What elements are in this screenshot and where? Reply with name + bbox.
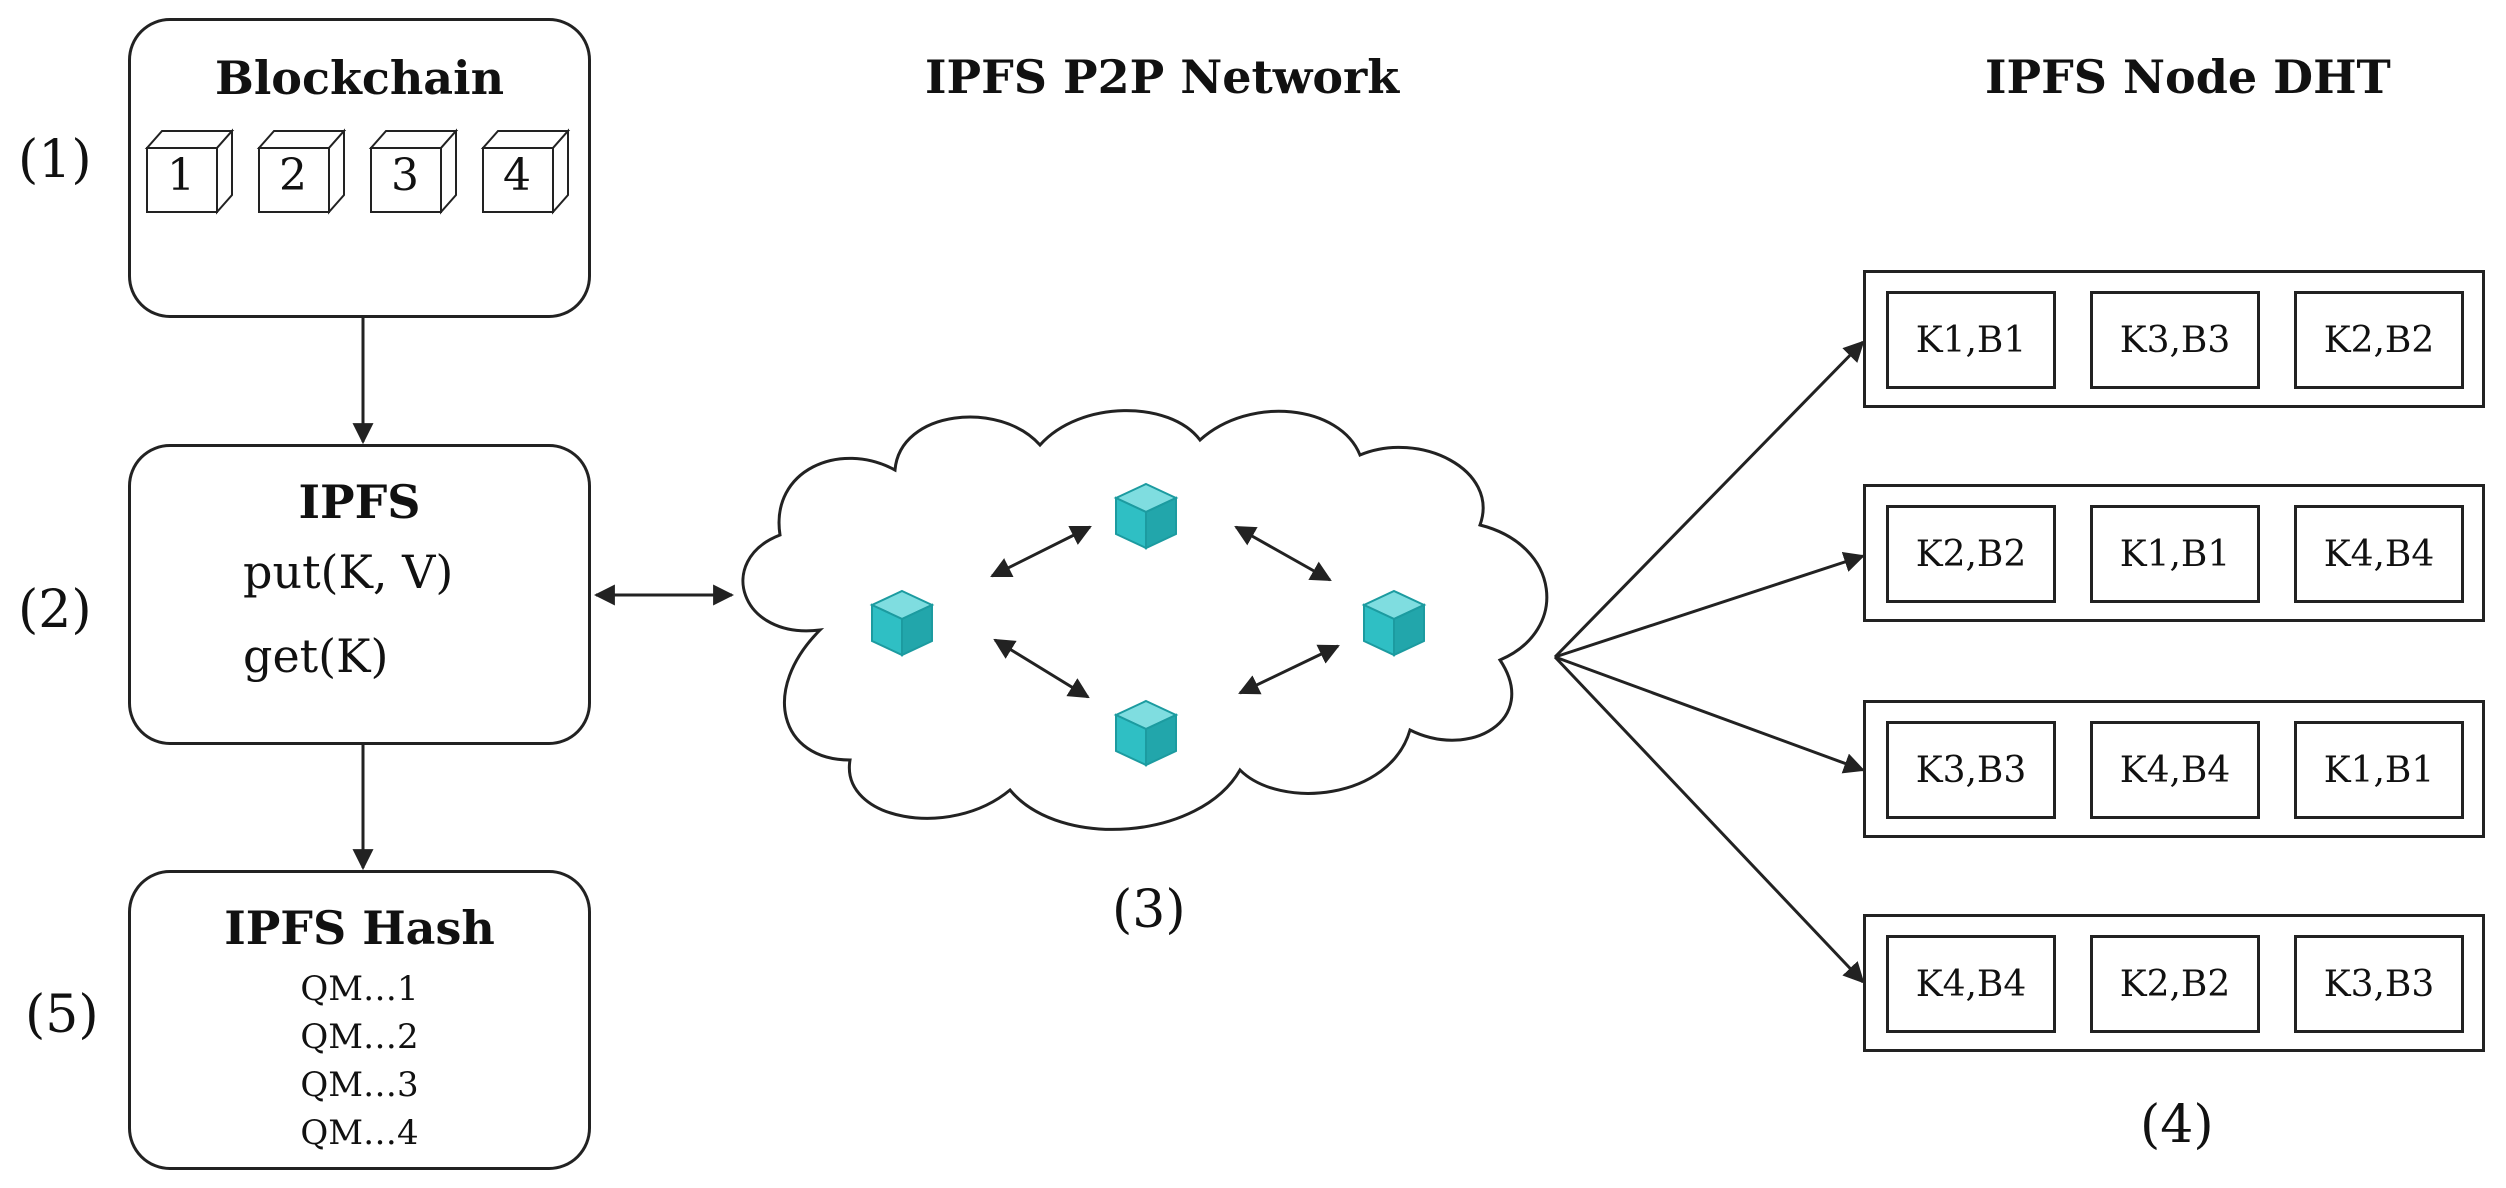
blockchain-title: Blockchain [214,51,505,105]
node-cube-right [1361,589,1427,657]
dht-heading: IPFS Node DHT [1985,50,2391,104]
arrow-to-dht-row-2 [1554,551,1865,659]
ipfs-get-call: get(K) [243,629,389,683]
dht-cell: K4,B4 [1886,935,2056,1033]
dht-cell: K2,B2 [2294,291,2464,389]
dht-cell: K2,B2 [1886,505,2056,603]
arrow-to-dht-row-1 [1553,340,1865,659]
link-top-right [1234,525,1332,582]
dht-cell: K2,B2 [2090,935,2260,1033]
hash-line-3: QM…3 [300,1065,419,1105]
link-left-top [990,525,1092,578]
link-bottom-right [1238,644,1340,695]
ipfs-put-call: put(K, V) [243,545,454,599]
step-label-4: (4) [2140,1095,2214,1155]
network-heading: IPFS P2P Network [925,50,1400,104]
node-cube-top [1113,482,1179,550]
ipfs-box: IPFS put(K, V) get(K) [128,444,591,745]
block-label-2: 2 [279,150,307,201]
step-label-1: (1) [18,130,92,190]
arrow-to-dht-row-4 [1553,655,1865,984]
step-label-3: (3) [1112,880,1186,940]
node-cube-left [869,589,935,657]
dht-cell: K1,B1 [2294,721,2464,819]
dht-row-1: K1,B1 K3,B3 K2,B2 [1863,270,2485,408]
ipfs-hash-box: IPFS Hash QM…1 QM…2 QM…3 QM…4 [128,870,591,1170]
step-label-2: (2) [18,580,92,640]
hash-line-1: QM…1 [300,969,419,1009]
dht-row-3: K3,B3 K4,B4 K1,B1 [1863,700,2485,838]
ipfs-title: IPFS [298,475,421,529]
step-label-5: (5) [25,985,99,1045]
dht-cell: K4,B4 [2090,721,2260,819]
block-label-1: 1 [167,150,195,201]
dht-row-2: K2,B2 K1,B1 K4,B4 [1863,484,2485,622]
dht-cell: K4,B4 [2294,505,2464,603]
hash-line-4: QM…4 [300,1113,419,1153]
link-left-bottom [993,638,1090,699]
dht-cell: K3,B3 [2294,935,2464,1033]
dht-cell: K1,B1 [1886,291,2056,389]
dht-cell: K3,B3 [1886,721,2056,819]
dht-cell: K3,B3 [2090,291,2260,389]
block-label-4: 4 [503,150,531,201]
arrow-to-dht-row-3 [1554,655,1865,774]
hash-line-2: QM…2 [300,1017,419,1057]
dht-cell: K1,B1 [2090,505,2260,603]
dht-row-4: K4,B4 K2,B2 K3,B3 [1863,914,2485,1052]
p2p-cloud [741,409,1549,831]
block-label-3: 3 [391,150,419,201]
ipfs-hash-title: IPFS Hash [224,901,495,955]
node-cube-bottom [1113,699,1179,767]
